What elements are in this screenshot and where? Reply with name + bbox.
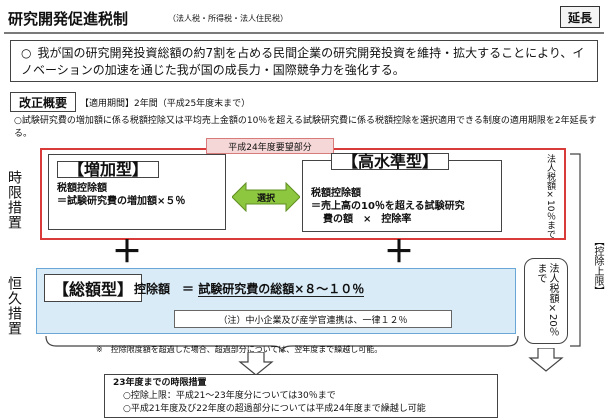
total-type-title: 【総額型】: [44, 274, 143, 302]
high-level-type-line2: ＝売上高の10％を超える試験研究: [311, 201, 465, 212]
fy23-item2: ○平成21年度及び22年度の超過部分については平成24年度まで繰越し可能: [123, 404, 426, 414]
sme-note: （注）中小企業及び産学官連携は、一律１２％: [174, 310, 452, 328]
request-section-label: 平成24年度要望部分: [206, 138, 334, 154]
formula-body: 試験研究費の総額×８～１０％: [198, 282, 365, 297]
goal-marker: ○: [21, 46, 32, 60]
high-level-type-line1: 税額控除額: [311, 188, 361, 199]
carryover-brace: [45, 335, 519, 353]
select-arrow: 選択: [231, 181, 301, 213]
total-type-formula: 控除額 ＝ 試験研究費の総額×８～１０％: [134, 280, 365, 297]
tax-limit-20-box: 法人税額×20％まで: [524, 258, 568, 344]
page-title: 研究開発促進税制: [8, 10, 129, 28]
increase-type-box: 【増加型】 税額控除額 ＝試験研究費の増加額×５％: [48, 154, 226, 230]
extension-badge: 延長: [560, 6, 600, 28]
formula-prefix: 控除額 ＝: [134, 282, 195, 296]
goal-box: ○我が国の研究開発投資総額の約7割を占める民間企業の研究開発投資を維持・拡大する…: [10, 40, 598, 82]
select-label: 選択: [256, 193, 275, 204]
fy23-item1: ○控除上限：平成21～23年度分については30％まで: [123, 391, 336, 401]
increase-type-title: 【増加型】: [57, 161, 160, 178]
deduction-cap-label: 【控除上限】: [592, 236, 603, 296]
fy23-temporary-box: 23年度までの時限措置 ○控除上限：平成21～23年度分については30％まで ○…: [104, 374, 498, 418]
fy23-heading: 23年度までの時限措置: [113, 378, 207, 388]
header-divider: [4, 32, 604, 34]
carryover-note: ※ 控除限度額を超過した場合、超過部分については、翌年度まで繰越し可能。: [96, 345, 383, 354]
permanent-measure-label: 恒久措置: [6, 276, 22, 336]
reform-description: ○試験研究費の増加額に係る税額控除又は平均売上金額の10％を超える試験研究費に係…: [14, 116, 597, 139]
reform-label: 改正概要: [10, 92, 76, 112]
high-level-type-title: 【高水準型】: [331, 153, 450, 170]
high-level-type-line3: 費の額 × 控除率: [323, 214, 412, 225]
goal-text: 我が国の研究開発投資総額の約7割を占める民間企業の研究開発投資を維持・拡大するこ…: [21, 46, 585, 77]
tax-limit-20-label: 法人税額×20％まで: [535, 263, 558, 337]
down-arrow-icon: [238, 352, 274, 376]
down-arrow-right-icon: [528, 348, 564, 372]
increase-type-line2: ＝試験研究費の増加額×５％: [57, 196, 186, 207]
high-level-type-box: 【高水準型】 税額控除額 ＝売上高の10％を超える試験研究 費の額 × 控除率: [302, 153, 502, 232]
plus-sign-left: ＋: [112, 235, 142, 270]
application-period: 【適用期間】2年間（平成25年度末まで）: [80, 99, 251, 109]
temporary-measure-label: 時限措置: [6, 170, 22, 230]
page-subtitle: （法人税・所得税・法人住民税）: [168, 14, 288, 23]
increase-type-line1: 税額控除額: [57, 183, 107, 194]
plus-sign-right: ＋: [384, 235, 414, 270]
tax-limit-10-note: 法人税額×10％まで: [545, 154, 555, 239]
cap-bracket: [570, 153, 581, 347]
